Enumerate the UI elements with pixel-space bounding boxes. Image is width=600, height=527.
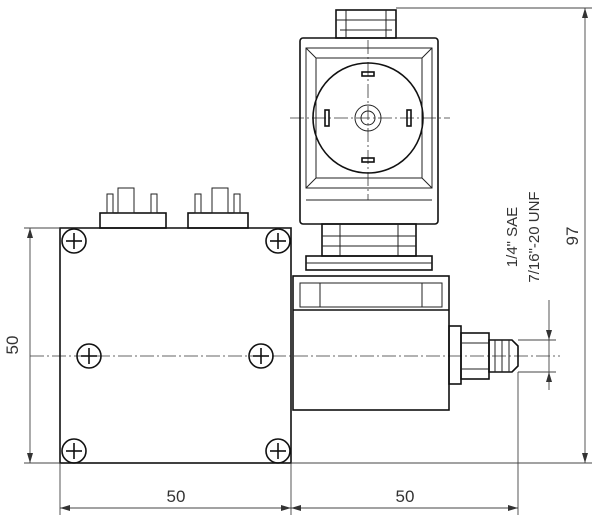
port-note-thread: 7/16"-20 UNF xyxy=(526,191,543,282)
valve-body xyxy=(292,275,450,411)
base-plate xyxy=(59,227,292,464)
port-note-sae: 1/4" SAE xyxy=(504,207,521,267)
dim-base-height: 50 xyxy=(3,227,60,464)
screw-mid-left xyxy=(76,343,102,369)
screw-bottom-left xyxy=(61,438,87,464)
screw-top-right xyxy=(265,228,291,254)
dim-overall-height-label: 97 xyxy=(563,227,582,246)
coil-mounting-nut xyxy=(305,223,433,271)
dim-bottom-widths xyxy=(59,372,519,515)
dim-overall-height: 97 xyxy=(291,7,592,464)
coil-top-nut xyxy=(335,9,397,39)
port-note: 1/4" SAE 7/16"-20 UNF xyxy=(504,191,556,390)
screw-bottom-right xyxy=(265,438,291,464)
screw-mid-right xyxy=(248,343,274,369)
dim-base-height-label: 50 xyxy=(3,336,22,355)
sae-port-fitting xyxy=(448,325,519,385)
dim-valve-width-label: 50 xyxy=(396,487,415,506)
screw-top-left xyxy=(61,228,87,254)
connector-pins xyxy=(99,187,249,229)
centerlines xyxy=(30,40,560,357)
solenoid-coil xyxy=(299,37,439,225)
dim-base-width-label: 50 xyxy=(167,487,186,506)
